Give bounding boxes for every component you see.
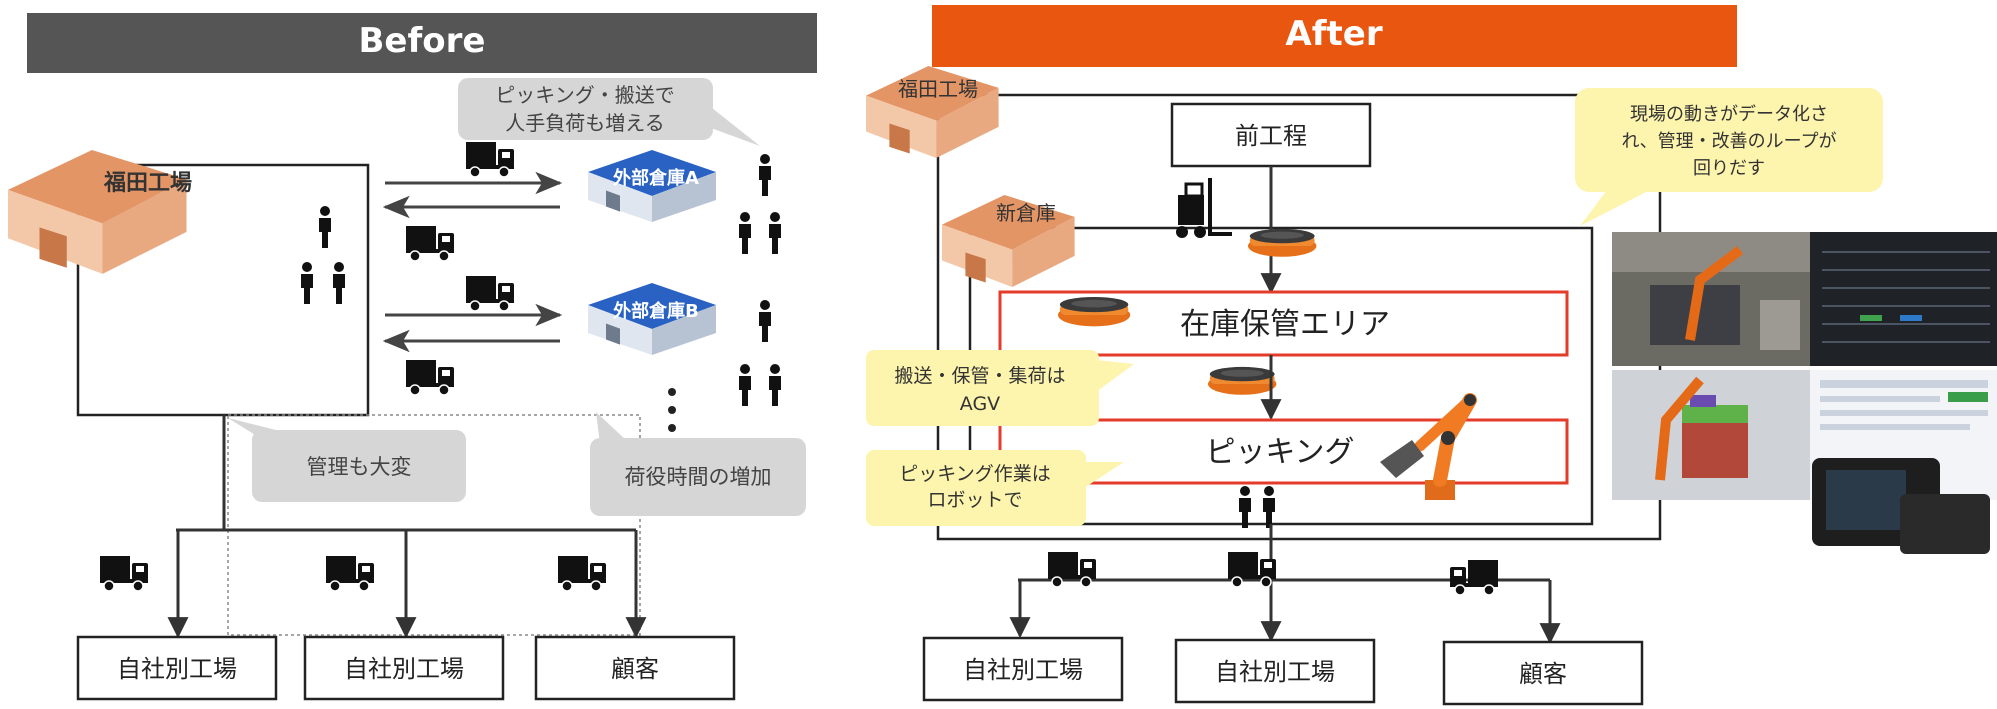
truck-icon: [325, 555, 375, 592]
truck-icon: [405, 225, 455, 262]
worker-icon: [333, 262, 345, 304]
before-dest-box-3: [534, 635, 736, 701]
monitoring-dashboard-screenshot: [1810, 232, 1997, 366]
factory-building-icon: [8, 150, 187, 274]
before-panel: Before 福田工場 ピッキング・搬送で 人手負荷も増える 外部倉庫A 外部倉…: [8, 13, 817, 701]
truck-icon: [1227, 551, 1277, 588]
worker-icon: [1263, 486, 1275, 528]
after-dest-1: 自社別工場: [963, 656, 1083, 684]
pre-process-box: [1170, 102, 1372, 168]
new-warehouse-label: 新倉庫: [996, 201, 1056, 225]
ellipsis-dot: [668, 388, 676, 396]
truck-icon: [99, 555, 149, 592]
truck-icon: [405, 359, 455, 396]
truck-icon: [465, 275, 515, 312]
before-dest-1: 自社別工場: [117, 655, 237, 683]
worker-icon: [769, 212, 781, 254]
before-dest-2: 自社別工場: [344, 655, 464, 683]
picking-label: ピッキング: [1205, 435, 1354, 470]
callout-handling-text: 荷役時間の増加: [625, 465, 772, 489]
callout-management: 管理も大変: [228, 418, 466, 502]
agv-icon: [1248, 228, 1317, 257]
after-header: [932, 5, 1737, 67]
after-dest-box-3: [1442, 640, 1644, 706]
callout-data-line2: れ、管理・改善のループが: [1621, 131, 1836, 152]
callout-data-line3: 回りだす: [1693, 158, 1765, 179]
truck-icon: [557, 555, 607, 592]
agv-icon: [1208, 366, 1277, 395]
callout-management-text: 管理も大変: [307, 455, 412, 479]
agv-icon: [1058, 296, 1131, 327]
controller-device: [1900, 494, 1990, 554]
callout-picking: ピッキング・搬送で 人手負荷も増える: [458, 78, 760, 146]
callout-picking-line1: ピッキング・搬送で: [495, 83, 674, 107]
robot-arm-icon: [1380, 393, 1477, 500]
before-dest-box-2: [303, 635, 505, 701]
pre-process-label: 前工程: [1235, 122, 1307, 150]
callout-robot: ピッキング作業は ロボットで: [866, 450, 1124, 526]
callout-agv-line1: 搬送・保管・集荷は: [894, 365, 1065, 387]
worker-icon: [319, 206, 331, 248]
worker-icon: [759, 300, 771, 342]
after-title: After: [1285, 14, 1382, 54]
storage-area-label: 在庫保管エリア: [1180, 307, 1390, 342]
worker-icon: [301, 262, 313, 304]
ellipsis-dot: [668, 406, 676, 414]
callout-robot-line1: ピッキング作業は: [899, 463, 1050, 485]
truck-icon: [465, 141, 515, 178]
before-header: [27, 13, 817, 73]
after-dest-2: 自社別工場: [1215, 658, 1335, 686]
worker-icon: [739, 364, 751, 406]
worker-icon: [759, 154, 771, 196]
warehouse-b-label: 外部倉庫B: [613, 300, 699, 322]
callout-data: 現場の動きがデータ化さ れ、管理・改善のループが 回りだす: [1575, 88, 1883, 226]
warehouse-a-label: 外部倉庫A: [613, 167, 699, 189]
callout-handling: 荷役時間の増加: [590, 412, 806, 516]
callout-agv: 搬送・保管・集荷は AGV: [866, 350, 1134, 426]
before-title: Before: [359, 21, 486, 61]
after-dest-3: 顧客: [1519, 660, 1567, 688]
before-dest-box-1: [76, 635, 278, 701]
after-panel: After 福田工場 新倉庫 前工程 在庫保管エリア ピッキン: [866, 5, 1997, 706]
worker-icon: [739, 212, 751, 254]
dotted-region: [227, 414, 641, 636]
before-factory-label: 福田工場: [103, 171, 192, 196]
callout-picking-line2: 人手負荷も増える: [505, 111, 664, 135]
truck-icon: [1047, 551, 1097, 588]
after-dest-box-2: [1174, 638, 1376, 704]
forklift-icon: [1176, 178, 1232, 238]
truck-icon: [1449, 559, 1499, 596]
callout-data-line1: 現場の動きがデータ化さ: [1630, 104, 1828, 125]
before-dest-3: 顧客: [611, 655, 659, 683]
system-photo-collage: [1612, 232, 1997, 554]
worker-icon: [769, 364, 781, 406]
after-dest-box-1: [922, 636, 1124, 702]
ellipsis-dot: [668, 424, 676, 432]
after-factory-label: 福田工場: [898, 77, 978, 101]
callout-robot-line2: ロボットで: [927, 489, 1022, 511]
callout-agv-line2: AGV: [960, 393, 1000, 415]
worker-icon: [1239, 486, 1251, 528]
